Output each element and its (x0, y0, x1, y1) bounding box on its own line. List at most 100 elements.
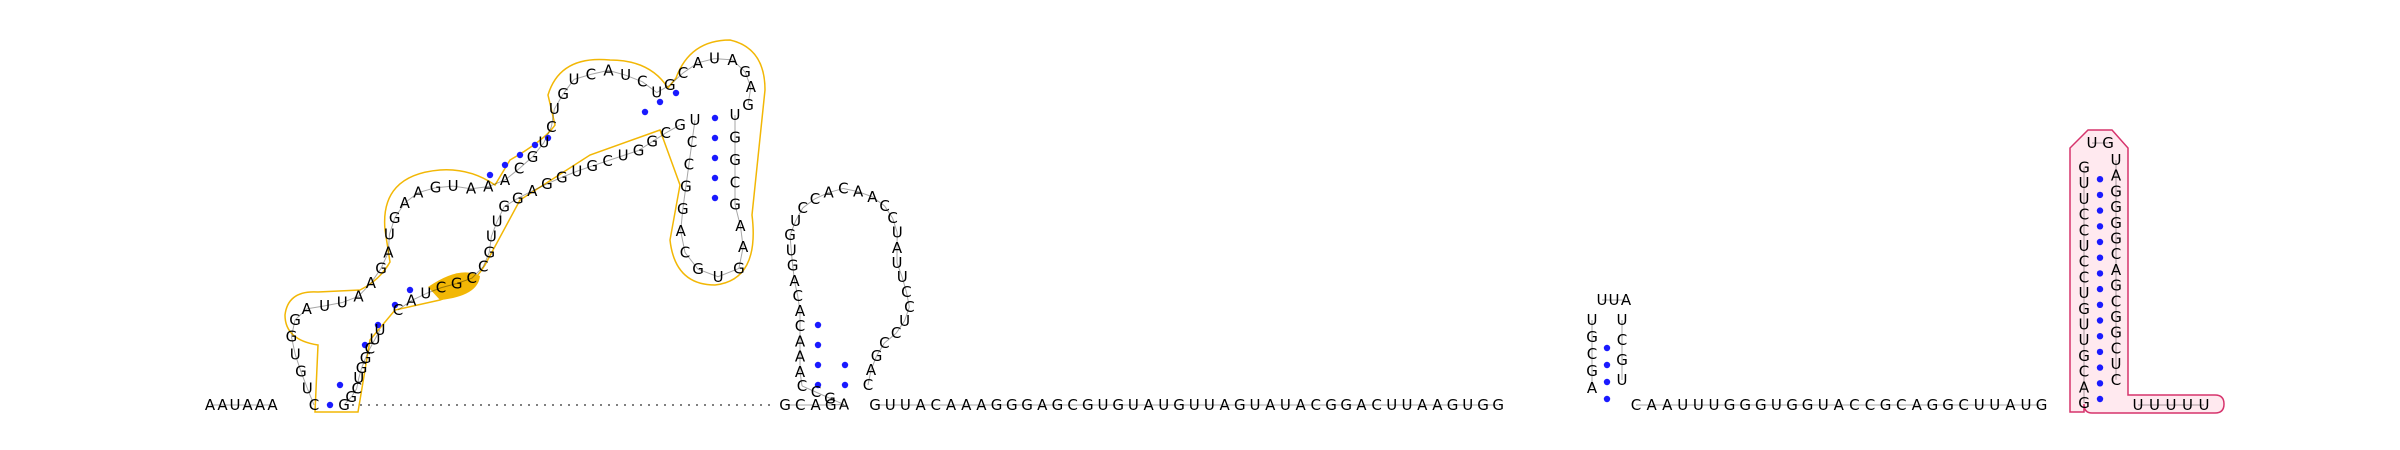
nucleotide: U (2079, 316, 2090, 334)
nucleotide: G (512, 189, 524, 207)
nucleotide: C (467, 269, 477, 287)
nucleotide: G (1616, 351, 1628, 369)
nucleotide: C (393, 301, 403, 319)
backbone-link (608, 69, 626, 76)
base-pair-dot (2096, 270, 2104, 277)
nucleotide: A (810, 396, 821, 414)
nucleotide: G (498, 198, 510, 216)
base-pair-dot (2096, 223, 2104, 230)
nucleotide: U (2079, 174, 2090, 192)
base-pair-dot (672, 89, 680, 97)
nucleotide: G (541, 175, 553, 193)
nucleotide: A (946, 396, 957, 414)
backbone-link (789, 220, 797, 236)
backbone-link (870, 355, 878, 371)
nucleotide: G (289, 311, 301, 329)
backbone-link (404, 192, 419, 204)
nucleotide: C (797, 199, 807, 217)
backbone-link (324, 302, 343, 307)
nucleotide: A (205, 396, 216, 414)
nucleotide: G (2110, 277, 2122, 295)
base-pair-dot (2096, 380, 2104, 387)
nucleotide: U (420, 285, 431, 303)
nucleotide: G (2110, 324, 2122, 342)
nucleotide: A (1037, 396, 1048, 414)
backbone-link (714, 58, 733, 61)
backbone-link (365, 348, 371, 359)
base-pair-dot (2096, 364, 2104, 371)
nucleotide: A (2111, 261, 2122, 279)
backbone-link (518, 156, 533, 170)
nucleotide: U (2079, 190, 2090, 208)
nucleotide: U (1617, 371, 1628, 389)
backbone-link (656, 84, 671, 93)
nucleotide: A (383, 243, 394, 261)
nucleotide: G (356, 359, 368, 377)
base-pair-dot (711, 134, 719, 142)
nucleotide: G (389, 209, 401, 227)
nucleotide: A (789, 272, 800, 290)
base-pair-dot (486, 171, 494, 179)
nucleotide: C (879, 334, 889, 352)
nucleotide: U (713, 268, 724, 286)
backbone-link (388, 217, 396, 235)
nucleotide: U (1587, 311, 1598, 329)
base-pair-dot (2096, 238, 2104, 246)
base-pair-dot (544, 134, 552, 142)
base-pair-dot (814, 321, 822, 329)
nucleotide: C (1617, 331, 1627, 349)
nucleotide: G (784, 226, 796, 244)
backbone-link (717, 267, 740, 278)
backbone-link (739, 225, 744, 248)
base-pair-dot (2096, 191, 2104, 199)
backbone-link (691, 119, 696, 143)
backbone-link (369, 339, 376, 349)
nucleotide: U (375, 321, 386, 339)
base-pair-dot (1603, 344, 1611, 352)
backbone-link (496, 206, 505, 222)
nucleotide: G (286, 328, 298, 346)
backbone-link (418, 187, 436, 194)
nucleotide: A (406, 292, 417, 310)
nucleotide: C (810, 190, 820, 208)
nucleotide: C (637, 73, 647, 91)
nucleotide: U (2079, 237, 2090, 255)
backbone-link (425, 287, 442, 295)
nucleotide: C (795, 317, 805, 335)
base-pair-dot (406, 286, 414, 294)
nucleotide: U (353, 369, 364, 387)
nucleotide: G (375, 259, 387, 277)
nucleotide: G (1021, 396, 1033, 414)
backbone-link (799, 371, 803, 386)
nucleotide: A (2005, 396, 2016, 414)
nucleotide: A (839, 396, 850, 414)
base-pair-dot (711, 114, 719, 122)
nucleotide: G (1880, 396, 1892, 414)
nucleotide: G (2110, 182, 2122, 200)
backbone-link (607, 155, 624, 162)
nucleotide: U (290, 345, 301, 363)
nucleotide: G (1052, 396, 1064, 414)
nucleotide: G (1112, 396, 1124, 414)
nucleotide: A (1432, 396, 1443, 414)
base-pair-dot (1603, 378, 1611, 386)
nucleotide: A (676, 222, 687, 240)
nucleotide: U (897, 268, 908, 286)
base-pair-dot (641, 108, 649, 116)
nucleotide: C (1958, 396, 1968, 414)
nucleotide: A (735, 217, 746, 235)
nucleotide: U (1818, 396, 1829, 414)
backbone-link (503, 197, 519, 208)
nucleotide: C (1311, 396, 1321, 414)
nucleotide: G (2036, 396, 2048, 414)
base-pair-dot (516, 151, 524, 159)
nucleotide: C (586, 65, 596, 83)
nucleotide: G (664, 76, 676, 94)
nucleotide: U (369, 330, 380, 348)
backbone-link (790, 250, 794, 266)
backbone-link (397, 300, 412, 311)
nucleotide: A (795, 332, 806, 350)
nucleotide: G (692, 260, 704, 278)
nucleotide: A (1646, 396, 1657, 414)
nucleotide: G (739, 63, 751, 81)
